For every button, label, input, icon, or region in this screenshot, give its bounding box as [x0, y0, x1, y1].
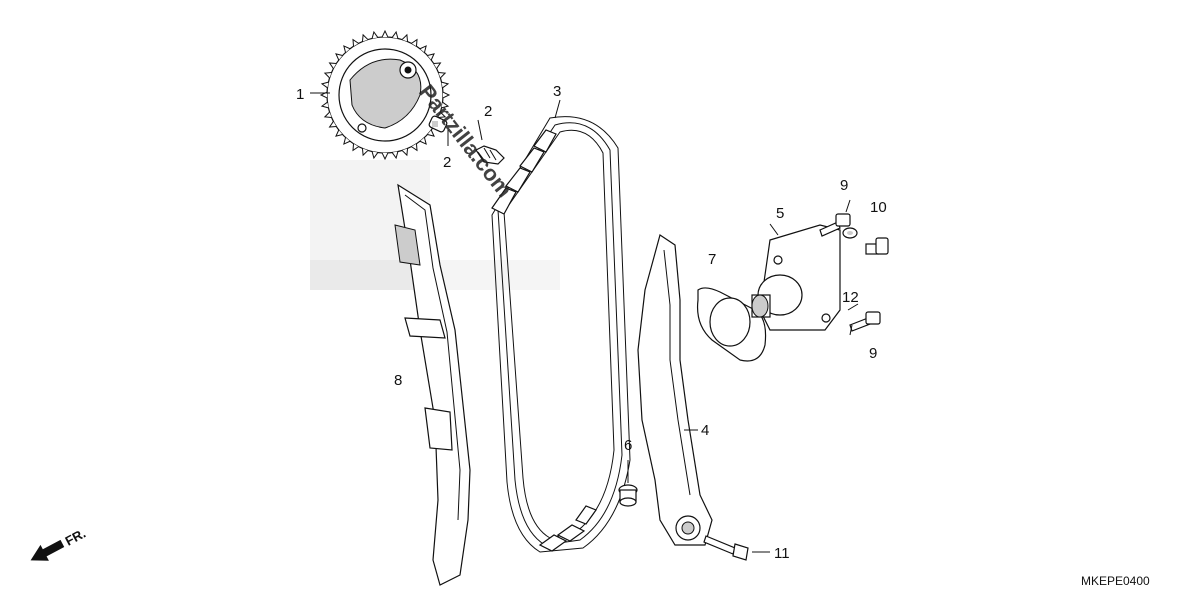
- callout-2-upper: 2: [484, 103, 492, 120]
- sprocket-tooth: [320, 81, 329, 89]
- callout-9-upper: 9: [840, 177, 848, 194]
- front-direction-indicator: FR.: [30, 526, 89, 561]
- sprocket-tooth: [427, 129, 435, 137]
- sprocket-tooth: [371, 151, 379, 160]
- pivot-collar[interactable]: [618, 484, 638, 507]
- callout-7: 7: [708, 251, 716, 268]
- callout-3: 3: [553, 83, 561, 100]
- tensioner-slipper[interactable]: [637, 234, 713, 546]
- lifter-bolt-lower[interactable]: [849, 311, 881, 332]
- sprocket-tooth: [335, 53, 343, 61]
- callout-11: 11: [774, 545, 790, 562]
- sprocket-tooth: [335, 129, 343, 137]
- sprocket-tooth: [352, 143, 359, 152]
- diagram-code: MKEPE0400: [1081, 574, 1150, 588]
- tensioner-gasket[interactable]: [696, 287, 767, 362]
- sprocket-tooth: [361, 33, 369, 42]
- sprocket-tooth: [320, 101, 329, 109]
- callout-10: 10: [870, 199, 887, 216]
- sprocket-tooth: [352, 38, 359, 47]
- lifter-bolt-upper[interactable]: [819, 213, 851, 237]
- callout-2-lower: 2: [443, 154, 451, 171]
- callout-12: 12: [842, 289, 859, 306]
- callout-6: 6: [624, 437, 632, 454]
- sprocket-tooth: [411, 143, 418, 152]
- sprocket-tooth: [419, 137, 427, 145]
- sprocket-tooth: [361, 148, 369, 157]
- sprocket-tooth: [391, 151, 399, 160]
- sprocket-tooth: [442, 91, 451, 99]
- cam-chain[interactable]: [491, 116, 631, 553]
- sprocket-tooth: [371, 30, 379, 39]
- sprocket-tooth: [343, 45, 351, 53]
- direction-label: FR.: [63, 526, 89, 549]
- cam-chain-guide[interactable]: [394, 183, 471, 586]
- sprocket-tooth: [411, 38, 418, 47]
- sprocket-tooth: [391, 30, 399, 39]
- sprocket-tooth: [381, 29, 389, 38]
- sprocket-tooth: [328, 121, 337, 128]
- sprocket-tooth: [323, 111, 332, 119]
- sprocket-tooth: [438, 111, 447, 119]
- sealing-washer[interactable]: [842, 227, 858, 239]
- callout-5: 5: [776, 205, 784, 222]
- front-arrow-icon: [30, 539, 65, 561]
- callouts: 1 2 2 3 4 5 6 7 8 9 9 10 11 12: [296, 83, 887, 562]
- sprocket-tooth: [323, 71, 332, 79]
- callout-8: 8: [394, 372, 402, 389]
- leader-lines: [310, 92, 859, 553]
- callout-9-lower: 9: [869, 345, 877, 362]
- plug-bolt[interactable]: [865, 237, 889, 255]
- sprocket-bolt-upper[interactable]: [428, 115, 448, 133]
- sprocket-tooth: [343, 137, 351, 145]
- callout-1: 1: [296, 86, 304, 103]
- tensioner-lifter[interactable]: [751, 224, 841, 331]
- sprocket-tooth: [438, 71, 447, 79]
- sprocket-tooth: [419, 45, 427, 53]
- sprocket-tooth: [427, 53, 435, 61]
- sprocket-tooth: [441, 101, 450, 109]
- pivot-bolt[interactable]: [703, 535, 749, 561]
- sprocket-tooth: [401, 33, 409, 42]
- sprocket-tooth: [433, 62, 442, 69]
- callout-4: 4: [701, 422, 709, 439]
- sprocket-tooth: [381, 152, 389, 161]
- sprocket-tooth: [328, 62, 337, 69]
- cam-sprocket[interactable]: [319, 29, 451, 161]
- sprocket-tooth: [401, 148, 409, 157]
- sprocket-bolt-lower[interactable]: [475, 145, 505, 165]
- sprocket-tooth: [441, 81, 450, 89]
